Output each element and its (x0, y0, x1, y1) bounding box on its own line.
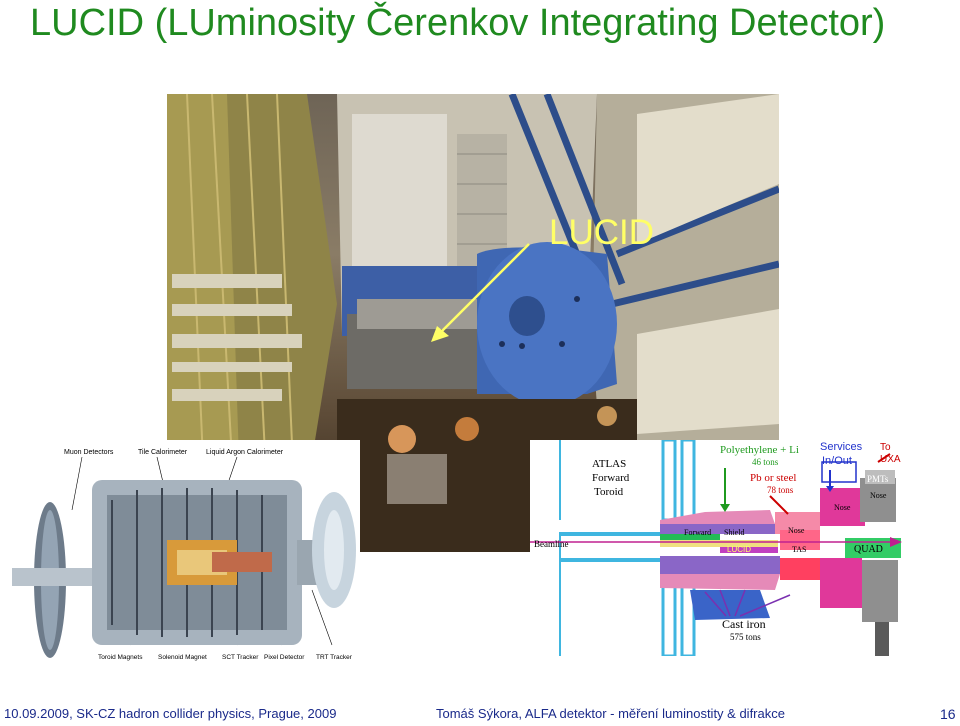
shielding-upper-pink (660, 510, 775, 524)
pmt-box (860, 478, 896, 522)
atlas-cutaway-diagram: Muon Detectors Tile Calorimeter Liquid A… (12, 440, 360, 664)
label-forward: Forward (684, 528, 711, 537)
label-forward-toroid-line2: Forward (592, 472, 630, 484)
label-cast-iron-weight: 575 tons (730, 632, 761, 642)
label-toroid-magnets: Toroid Magnets (98, 654, 143, 661)
label-to: To (880, 442, 891, 453)
shielding-lower-purple (660, 556, 780, 574)
label-nose-1: Nose (870, 491, 887, 500)
forward-toroid-frames (661, 440, 696, 656)
lucid-block (720, 547, 778, 553)
quad-block (845, 538, 901, 558)
label-nose-3: Nose (788, 526, 805, 535)
label-pb-steel: Pb or steel (750, 472, 796, 484)
callout-arrow-head (431, 326, 449, 342)
label-services: Services (820, 441, 863, 453)
label-toroid: Toroid (594, 486, 624, 498)
label-pixel-detector: Pixel Detector (264, 654, 305, 661)
label-shield: Shield (724, 528, 744, 537)
label-pmts: PMTs (867, 474, 889, 484)
footer-author-topic: Tomáš Sýkora, ALFA detektor - měření lum… (436, 706, 785, 721)
label-lucid: LUCID (727, 545, 751, 554)
label-pb-steel-weight: 78 tons (767, 485, 794, 495)
lucid-installation-photo: LUCID (167, 94, 779, 552)
label-atlas: ATLAS (592, 458, 626, 470)
label-quad: QUAD (854, 544, 883, 555)
label-tile-calorimeter: Tile Calorimeter (138, 449, 188, 456)
label-trt-tracker: TRT Tracker (316, 654, 353, 661)
slide-title: LUCID (LUminosity Čerenkov Integrating D… (30, 2, 886, 44)
footer-date-event: 10.09.2009, SK-CZ hadron collider physic… (4, 706, 337, 721)
label-polyethylene: Polyethylene + Li (720, 444, 799, 456)
label-tas: TAS (792, 545, 806, 554)
label-solenoid-magnet: Solenoid Magnet (158, 654, 207, 661)
beam-pipe (357, 299, 487, 329)
label-cast-iron: Cast iron (722, 617, 766, 631)
forward-region-diagram: ATLAS Forward Toroid Polyethylene + Li 4… (530, 440, 904, 656)
label-muon-detectors: Muon Detectors (64, 449, 114, 456)
photo-illustration: LUCID (167, 94, 779, 552)
label-nose-2: Nose (834, 503, 851, 512)
label-sct-tracker: SCT Tracker (222, 654, 259, 661)
page-number: 16 (940, 706, 956, 722)
callout-arrow-line (434, 243, 530, 339)
label-uxa: UXA (880, 454, 901, 465)
label-in-out: In/Out (822, 455, 852, 467)
label-polyethylene-weight: 46 tons (752, 457, 779, 467)
nose-magenta (820, 488, 865, 526)
lucid-callout-label: LUCID (549, 213, 654, 252)
label-beamline: Beamline (534, 539, 569, 549)
label-liquid-argon-calorimeter: Liquid Argon Calorimeter (206, 449, 284, 456)
